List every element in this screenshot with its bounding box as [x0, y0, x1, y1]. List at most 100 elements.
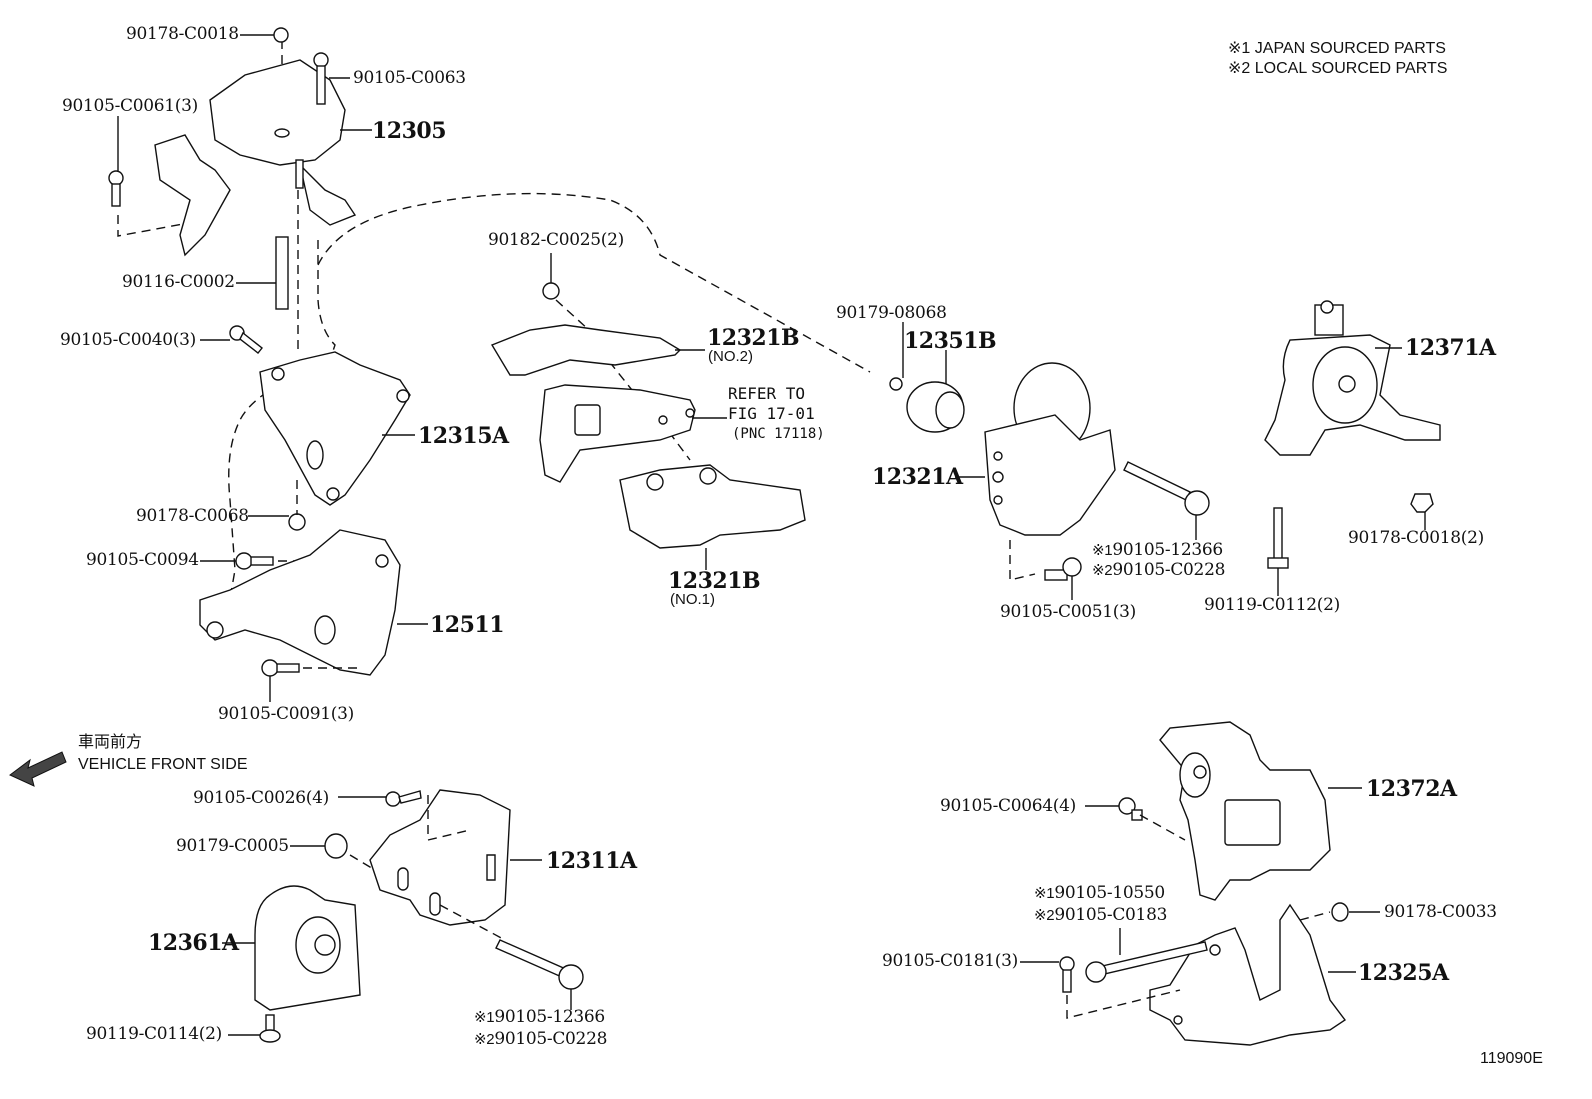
- bolt-axis-90105-12366-left: [439, 904, 506, 941]
- label-12361A[interactable]: 12361A: [148, 930, 239, 956]
- label-12315A[interactable]: 12315A: [418, 423, 509, 449]
- nut-90182-C0025[interactable]: [542, 282, 560, 300]
- label-12321A[interactable]: 12321A: [872, 464, 963, 490]
- nut-90178-C0033[interactable]: [1331, 902, 1349, 922]
- label-12325A[interactable]: 12325A: [1358, 960, 1449, 986]
- assembly-boundary-line: [317, 192, 871, 373]
- label-90105-C0094[interactable]: 90105-C0094: [86, 550, 199, 570]
- bolt-axis-90178-C0033: [1299, 911, 1331, 921]
- leader-lines: [117, 34, 1426, 1036]
- refer-to-label: REFER TO: [728, 384, 806, 403]
- note-text-2: LOCAL SOURCED PARTS: [1254, 60, 1448, 77]
- bolt-axis-90105-C0181: [1066, 989, 1181, 1019]
- label-12305[interactable]: 12305: [372, 118, 447, 144]
- mark-2: ※2: [474, 1031, 495, 1048]
- label-90105-C0183[interactable]: ※290105-C0183: [1034, 907, 1167, 924]
- bolt-90105-12366-bottom[interactable]: [495, 939, 584, 990]
- bolt-90105-C0181[interactable]: [1059, 956, 1075, 993]
- nut-90179-C0005[interactable]: [324, 833, 348, 859]
- figure-id: 119090E: [1480, 1050, 1543, 1067]
- part-12321B-no1-drawing[interactable]: [619, 464, 806, 549]
- label-90105-C0228-bottom[interactable]: ※290105-C0228: [474, 1031, 607, 1048]
- label-90178-C0018[interactable]: 90178-C0018: [126, 24, 239, 44]
- label-90179-C0005[interactable]: 90179-C0005: [176, 836, 289, 856]
- label-90178-C0033[interactable]: 90178-C0033: [1384, 902, 1497, 922]
- label-12511[interactable]: 12511: [430, 612, 505, 638]
- part-12511-drawing[interactable]: [199, 529, 401, 676]
- label-90105-12366-bottom[interactable]: ※190105-12366: [474, 1009, 605, 1026]
- stud-90119-C0112[interactable]: [1267, 507, 1289, 569]
- bracket-refer-fig-17-01-drawing[interactable]: [539, 384, 696, 483]
- mark-2: ※2: [1092, 562, 1113, 579]
- label-12372A[interactable]: 12372A: [1366, 776, 1457, 802]
- refer-pnc-label: (PNC 17118): [732, 426, 825, 442]
- nut-90178-C0018-2[interactable]: [1410, 493, 1434, 513]
- label-90119-C0114[interactable]: 90119-C0114(2): [86, 1024, 222, 1044]
- vehicle-front-en-label: VEHICLE FRONT SIDE: [78, 756, 248, 773]
- label-90179-08068[interactable]: 90179-08068: [836, 303, 947, 323]
- label-90178-C0018-2[interactable]: 90178-C0018(2): [1348, 528, 1484, 548]
- label-90116-C0002[interactable]: 90116-C0002: [122, 272, 235, 292]
- note-text-1: JAPAN SOURCED PARTS: [1254, 40, 1446, 57]
- label-90105-10550[interactable]: ※190105-10550: [1034, 885, 1165, 902]
- label-12321B-no2-sub: (NO.2): [708, 348, 753, 365]
- note-local-sourced: ※2 LOCAL SOURCED PARTS: [1228, 60, 1447, 78]
- mark-2: ※2: [1034, 907, 1055, 924]
- nut-90179-08068[interactable]: [889, 377, 903, 391]
- bolt-90119-C0114[interactable]: [259, 1014, 281, 1043]
- part-number: 90105-C0183: [1054, 905, 1168, 925]
- part-12371A-drawing[interactable]: [1264, 300, 1441, 456]
- label-90105-C0051[interactable]: 90105-C0051(3): [1000, 602, 1136, 622]
- bolt-90105-C0061[interactable]: [108, 170, 124, 207]
- label-90178-C0068[interactable]: 90178-C0068: [136, 506, 249, 526]
- part-12372A-drawing[interactable]: [1159, 721, 1331, 901]
- bolt-90105-12366-right[interactable]: [1123, 461, 1210, 516]
- part-12305-drawing[interactable]: [154, 59, 357, 257]
- vehicle-front-arrow-icon: [9, 751, 67, 787]
- note-mark-2: ※2: [1228, 60, 1251, 77]
- label-12321B-no2[interactable]: 12321B: [707, 325, 800, 351]
- label-90105-C0063[interactable]: 90105-C0063: [353, 68, 466, 88]
- mark-1: ※1: [1034, 885, 1055, 902]
- bolt-axis-90105-C0051: [1009, 540, 1036, 581]
- bolt-90105-C0026[interactable]: [385, 790, 422, 807]
- label-90105-C0064[interactable]: 90105-C0064(4): [940, 796, 1076, 816]
- part-12315A-drawing[interactable]: [259, 351, 411, 506]
- part-number: 90105-12366: [494, 1007, 605, 1027]
- label-12321B-no1-sub: (NO.1): [670, 591, 715, 608]
- label-12311A[interactable]: 12311A: [546, 848, 637, 874]
- label-90105-C0091[interactable]: 90105-C0091(3): [218, 704, 354, 724]
- bolt-90105-C0051[interactable]: [1044, 557, 1082, 581]
- stud-90116-C0002[interactable]: [275, 236, 289, 310]
- note-mark-1: ※1: [1228, 40, 1251, 57]
- label-90105-C0181[interactable]: 90105-C0181(3): [882, 951, 1018, 971]
- nut-90178-C0018[interactable]: [273, 27, 289, 43]
- part-12311A-drawing[interactable]: [369, 789, 511, 926]
- refer-fig-label[interactable]: FIG 17-01: [728, 404, 815, 423]
- part-12321A-drawing[interactable]: [984, 362, 1116, 536]
- bolt-90105-C0063[interactable]: [313, 52, 329, 105]
- part-12361A-drawing[interactable]: [254, 885, 361, 1011]
- label-12321B-no1[interactable]: 12321B: [668, 568, 761, 594]
- label-90105-C0026[interactable]: 90105-C0026(4): [193, 788, 329, 808]
- label-12351B[interactable]: 12351B: [904, 328, 997, 354]
- nut-90178-C0068[interactable]: [288, 513, 306, 531]
- part-12321B-no2-drawing[interactable]: [490, 324, 682, 376]
- label-90182-C0025[interactable]: 90182-C0025(2): [488, 230, 624, 250]
- label-90105-12366-right[interactable]: ※190105-12366: [1092, 542, 1223, 559]
- bolt-90105-C0091[interactable]: [261, 659, 300, 677]
- bolt-90105-C0094[interactable]: [235, 552, 274, 570]
- part-12351B-drawing[interactable]: [906, 381, 965, 433]
- label-12371A[interactable]: 12371A: [1405, 335, 1496, 361]
- label-90105-C0061[interactable]: 90105-C0061(3): [62, 96, 198, 116]
- part-number: 90105-C0228: [494, 1029, 608, 1049]
- part-number: 90105-10550: [1054, 883, 1165, 903]
- label-90105-C0228-right[interactable]: ※290105-C0228: [1092, 562, 1225, 579]
- label-90119-C0112[interactable]: 90119-C0112(2): [1204, 595, 1340, 615]
- bolt-90105-C0064[interactable]: [1118, 797, 1143, 821]
- part-12325A-drawing[interactable]: [1149, 903, 1347, 1046]
- label-90105-C0040[interactable]: 90105-C0040(3): [60, 330, 196, 350]
- bolt-90105-10550[interactable]: [1085, 941, 1208, 983]
- vehicle-front-jp-label: 車両前方: [78, 734, 143, 751]
- bolt-90105-C0040[interactable]: [229, 325, 263, 354]
